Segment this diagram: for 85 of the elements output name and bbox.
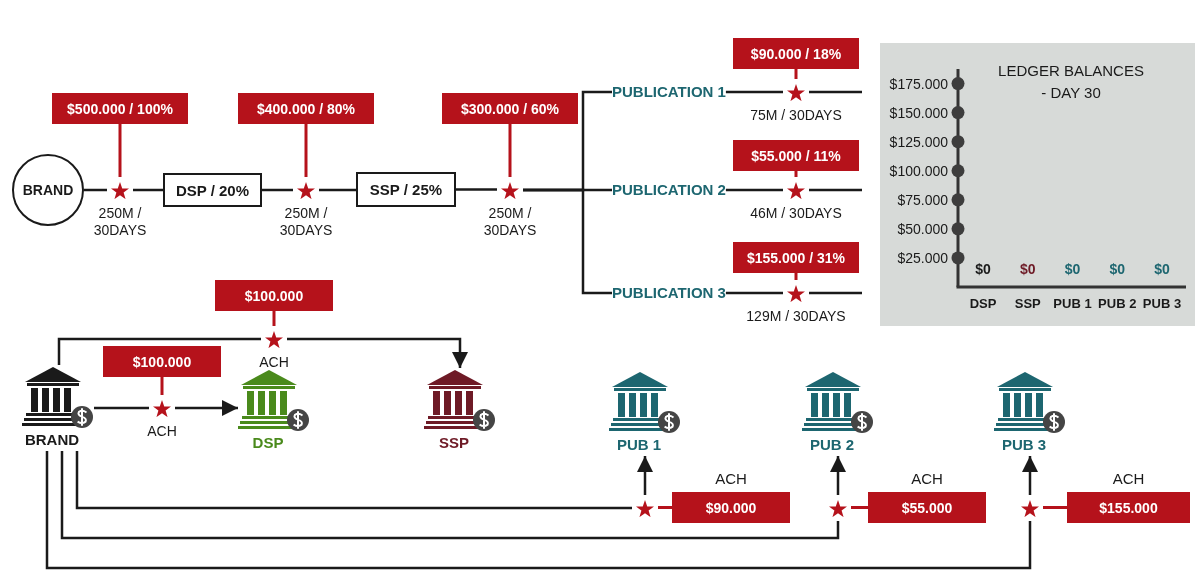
connector-line: [133, 188, 163, 192]
connector-line: [456, 188, 497, 191]
note-label: 250M / 30DAYS: [482, 205, 538, 239]
note-label: 250M / 30DAYS: [278, 205, 334, 239]
connector-line: [57, 337, 261, 365]
amount-callout: $90.000 / 18%: [733, 38, 859, 69]
value-label: $0: [1154, 260, 1170, 278]
leader-line: [118, 124, 122, 177]
connector-line: [84, 188, 107, 192]
leader-line: [794, 171, 798, 177]
connector-line: [319, 188, 356, 192]
connector-line: [725, 188, 783, 192]
amount-callout: $100.000: [103, 346, 221, 377]
note-label: ACH: [147, 423, 177, 440]
arrow: [1022, 456, 1038, 495]
payment-method-label: ACH: [911, 470, 943, 487]
axis-category-label: SSP: [1014, 296, 1041, 312]
amount-callout: $400.000 / 80%: [238, 93, 374, 124]
leader-line: [272, 311, 276, 326]
note-label: 129M / 30DAYS: [746, 308, 846, 325]
leader-line: [160, 377, 164, 395]
bank-label: SSP: [439, 434, 469, 451]
amount-callout: $90.000: [672, 492, 790, 523]
arrow: [175, 400, 238, 416]
amount-callout: $155.000: [1067, 492, 1190, 523]
publication-label: PUBLICATION 2: [612, 180, 726, 200]
connector-line: [809, 188, 862, 192]
leader-line: [851, 506, 868, 509]
axis-tick-label: $25.000: [897, 248, 948, 267]
axis-category-label: PUB 3: [1142, 296, 1182, 312]
value-label: $0: [1019, 260, 1036, 278]
axis-tick-label: $75.000: [897, 190, 948, 209]
bank-label: BRAND: [24, 431, 80, 448]
connector-line: [262, 188, 293, 192]
connector-line: [809, 90, 862, 94]
axis-tick-label: $175.000: [889, 74, 948, 93]
payment-method-label: ACH: [1112, 470, 1145, 487]
axis-tick-label: $125.000: [889, 132, 948, 151]
axis-tick-label: $50.000: [897, 219, 948, 238]
leader-line: [304, 124, 308, 177]
bank-label: DSP: [252, 434, 284, 451]
amount-callout: $155.000 / 31%: [733, 242, 859, 273]
actor-circle: BRAND: [12, 154, 84, 226]
amount-callout: $300.000 / 60%: [442, 93, 578, 124]
connector-line: [523, 188, 612, 295]
leader-line: [658, 506, 672, 509]
axis-tick-label: $100.000: [889, 161, 948, 180]
arrow: [287, 337, 468, 368]
connector-line: [75, 451, 632, 510]
axis-category-label: PUB 1: [1053, 296, 1092, 312]
arrow: [830, 456, 846, 495]
axis-tick-label: $150.000: [889, 103, 948, 122]
amount-callout: $500.000 / 100%: [52, 93, 188, 124]
value-label: $0: [1064, 260, 1081, 278]
connector-line: [725, 90, 783, 94]
process-box: DSP / 20%: [163, 173, 262, 207]
value-label: $0: [975, 260, 991, 278]
axis-category-label: PUB 2: [1098, 296, 1137, 312]
amount-callout: $55.000: [868, 492, 986, 523]
payment-method-label: ACH: [715, 470, 747, 487]
leader-line: [1043, 506, 1067, 509]
note-label: 250M / 30DAYS: [92, 205, 148, 239]
bank-label: PUB 3: [1001, 436, 1047, 453]
connector-line: [725, 291, 783, 295]
note-label: 46M / 30DAYS: [750, 205, 842, 222]
connector-line: [45, 451, 1032, 570]
publication-label: PUBLICATION 1: [612, 82, 726, 102]
arrow: [637, 456, 653, 495]
connector-line: [60, 451, 840, 540]
note-label: 75M / 30DAYS: [750, 107, 842, 124]
connector-line: [94, 406, 149, 410]
leader-line: [794, 69, 798, 79]
note-label: ACH: [259, 354, 289, 371]
leader-line: [794, 273, 798, 280]
leader-line: [508, 124, 512, 177]
publication-label: PUBLICATION 3: [612, 283, 726, 303]
axis-category-label: DSP: [969, 296, 997, 312]
bank-label: PUB 2: [809, 436, 855, 453]
chart-title: LEDGER BALANCES - DAY 30: [998, 61, 1144, 103]
connector-line: [809, 291, 862, 295]
amount-callout: $55.000 / 11%: [733, 140, 859, 171]
amount-callout: $100.000: [215, 280, 333, 311]
process-box: SSP / 25%: [356, 172, 456, 207]
value-label: $0: [1109, 260, 1126, 278]
bank-label: PUB 1: [616, 436, 662, 453]
